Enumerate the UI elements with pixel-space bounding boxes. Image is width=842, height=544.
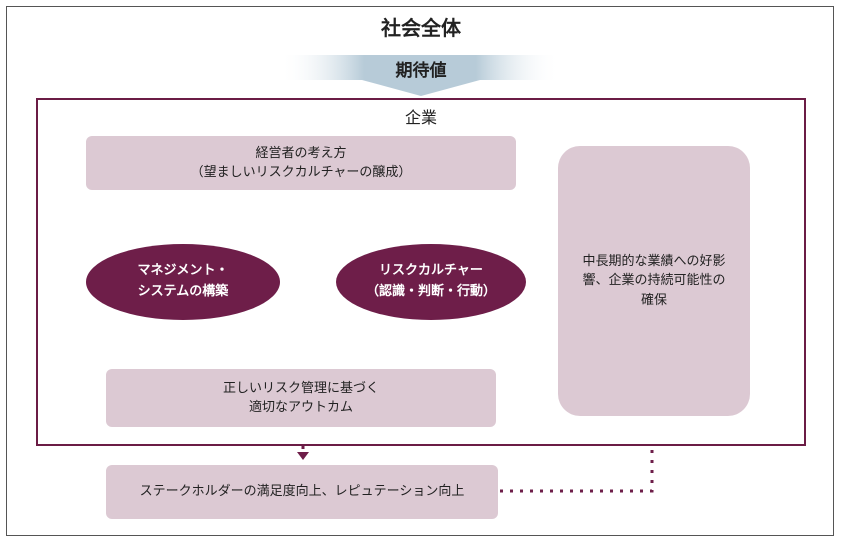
management-system-oval: マネジメント・ システムの構築: [86, 244, 280, 320]
dotted-stakeholder-to-longterm: [500, 430, 654, 493]
outcome-box: 正しいリスク管理に基づく 適切なアウトカム: [106, 369, 496, 427]
stakeholder-box: ステークホルダーの満足度向上、レピュテーション向上: [106, 465, 498, 519]
expectation-label: 期待値: [395, 61, 447, 81]
company-label: 企業: [404, 108, 437, 127]
expectation-arrow: [280, 55, 560, 96]
page-title: 社会全体: [381, 16, 461, 40]
long-term-box: 中長期的な業績への好影 響、企業の持続可能性の 確保: [558, 146, 750, 416]
risk-culture-oval: リスクカルチャー （認識・判断・行動）: [336, 244, 526, 320]
outer-frame: [6, 6, 834, 536]
management-view-box: 経営者の考え方 （望ましいリスクカルチャーの醸成）: [86, 136, 516, 190]
